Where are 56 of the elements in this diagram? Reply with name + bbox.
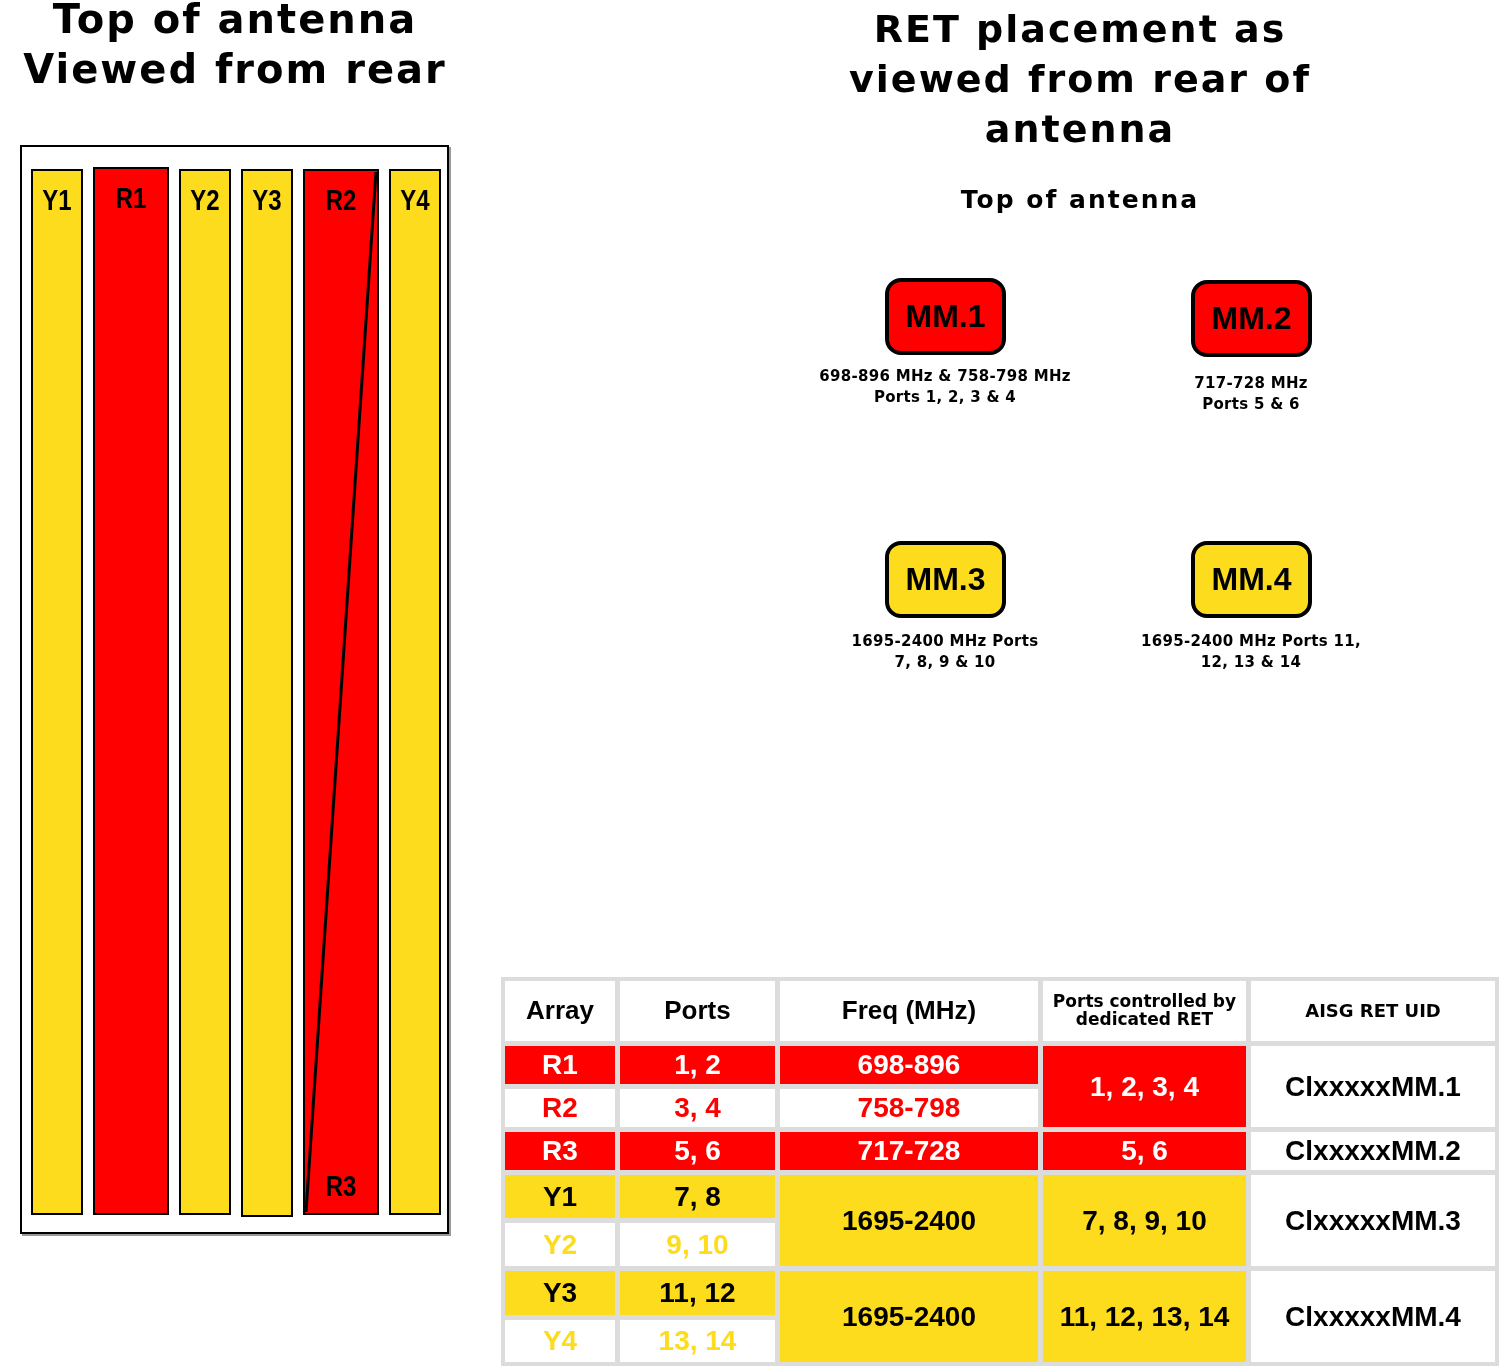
array-cell: Y3 (505, 1271, 615, 1315)
frequency-cell: 717-728 (780, 1132, 1038, 1170)
uid-cell: ClxxxxxMM.4 (1251, 1271, 1495, 1362)
frequency-cell: 1695-2400 (780, 1175, 1038, 1266)
frequency-cell: 758-798 (780, 1089, 1038, 1127)
array-label: R3 (312, 1161, 370, 1211)
ports-cell: 13, 14 (620, 1320, 775, 1362)
array-label: Y4 (399, 183, 431, 217)
ports-cell: 5, 6 (620, 1132, 775, 1170)
column-header: Array (505, 981, 615, 1041)
array-label: R1 (114, 181, 148, 215)
subheading: Top of antenna (959, 184, 1201, 216)
frequency-caption: 698-896 MHz & 758-798 MHz Ports 1, 2, 3 & 4 (818, 366, 1072, 408)
uid-cell: ClxxxxxMM.3 (1251, 1175, 1495, 1266)
frequency-cell: 698-896 (780, 1046, 1038, 1084)
column-header: AISG RET UID (1251, 981, 1495, 1041)
column-header: Ports (620, 981, 775, 1041)
ret-ports-cell: 5, 6 (1043, 1132, 1246, 1170)
ret-box: MM.2 (1191, 280, 1312, 357)
ret-box: MM.4 (1191, 541, 1312, 618)
array-label: R2 (324, 183, 358, 217)
heading: RET placement as viewed from rear of antenna (848, 6, 1312, 153)
array-column (179, 169, 231, 1215)
frequency-caption: 1695-2400 MHz Ports 11, 12, 13 & 14 (1140, 631, 1362, 673)
array-label: Y2 (189, 183, 221, 217)
uid-cell: ClxxxxxMM.2 (1251, 1132, 1495, 1170)
frequency-caption: 1695-2400 MHz Ports 7, 8, 9 & 10 (850, 631, 1040, 673)
array-cell: R3 (505, 1132, 615, 1170)
ret-box: MM.1 (885, 278, 1006, 355)
array-cell: Y1 (505, 1175, 615, 1218)
ret-ports-cell: 11, 12, 13, 14 (1043, 1271, 1246, 1362)
frequency-caption: 717-728 MHz Ports 5 & 6 (1193, 373, 1309, 415)
ret-ports-cell: 7, 8, 9, 10 (1043, 1175, 1246, 1266)
array-label: Y3 (251, 183, 283, 217)
uid-cell: ClxxxxxMM.1 (1251, 1046, 1495, 1127)
column-header: Ports controlled by dedicated RET (1043, 981, 1246, 1041)
array-column (31, 169, 83, 1215)
array-cell: R2 (505, 1089, 615, 1127)
ports-cell: 11, 12 (620, 1271, 775, 1315)
array-label: Y1 (41, 183, 73, 217)
ports-cell: 9, 10 (620, 1223, 775, 1266)
array-cell: Y2 (505, 1223, 615, 1266)
array-column (93, 167, 169, 1215)
ports-cell: 3, 4 (620, 1089, 775, 1127)
heading: Top of antenna Viewed from rear (22, 0, 448, 94)
ports-cell: 7, 8 (620, 1175, 775, 1218)
array-cell: Y4 (505, 1320, 615, 1362)
column-header: Freq (MHz) (780, 981, 1038, 1041)
array-cell: R1 (505, 1046, 615, 1084)
array-column (241, 169, 293, 1217)
array-column (389, 169, 441, 1215)
ret-box: MM.3 (885, 541, 1006, 618)
frequency-cell: 1695-2400 (780, 1271, 1038, 1362)
ret-ports-cell: 1, 2, 3, 4 (1043, 1046, 1246, 1127)
antenna-frame (20, 145, 449, 1234)
ports-cell: 1, 2 (620, 1046, 775, 1084)
